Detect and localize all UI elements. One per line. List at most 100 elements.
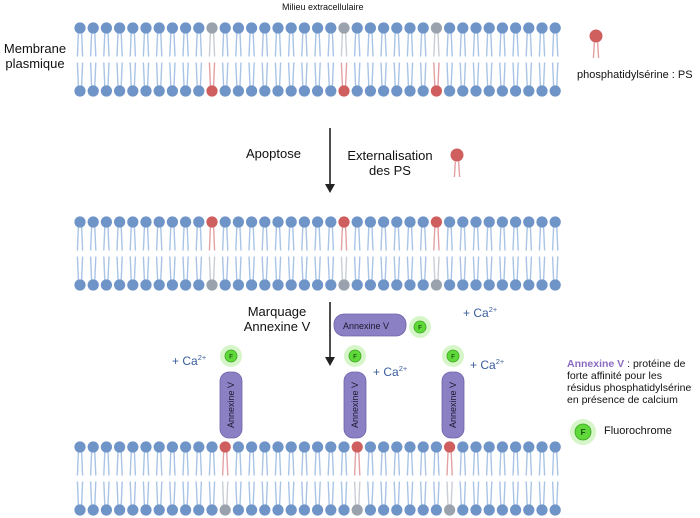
lipid-tail — [155, 32, 159, 57]
lipid-head — [536, 441, 548, 453]
lipid-head — [180, 441, 192, 453]
lipid-tail — [525, 226, 528, 251]
lipid-tail — [318, 62, 321, 87]
lipid-tail — [516, 256, 519, 281]
lipid-tail — [490, 226, 493, 251]
lipid-tail — [393, 451, 396, 476]
lipid-tail — [265, 451, 269, 476]
lipid-tail — [371, 256, 374, 281]
ps-tail — [457, 160, 461, 178]
lipid-tail — [499, 481, 502, 506]
lipid-tail — [133, 256, 137, 281]
lipid-tail — [120, 481, 123, 506]
lipid-tail — [116, 62, 119, 87]
lipid-tail — [331, 481, 335, 506]
lipid-tail — [212, 226, 216, 251]
lipid-tail — [525, 451, 528, 476]
lipid-head — [140, 85, 152, 97]
lipid-tail — [261, 62, 264, 87]
lipid-tail — [248, 32, 251, 57]
lipid-tail — [160, 481, 163, 506]
annexin-label: Annexine V — [343, 321, 389, 331]
lipid-tail — [512, 226, 515, 251]
lipid-head — [180, 279, 192, 291]
lipid-tail — [239, 256, 242, 281]
lipid-head — [470, 216, 482, 228]
lipid-tail — [199, 32, 203, 57]
lipid-tail — [146, 481, 150, 506]
lipid-tail — [226, 481, 229, 506]
lipid-head — [140, 441, 152, 453]
lipid-tail — [512, 481, 515, 506]
lipid-tail — [155, 451, 159, 476]
lipid-tail — [490, 62, 493, 87]
lipid-tail — [512, 451, 515, 476]
lipid-tail — [551, 451, 555, 476]
lipid-head — [87, 85, 99, 97]
lipid-head — [180, 216, 192, 228]
lipid-tail — [235, 256, 238, 281]
lipid-tail — [301, 481, 304, 506]
lipid-tail — [305, 451, 308, 476]
lipid-head — [100, 504, 112, 516]
membrane-label: Membrane plasmique — [2, 41, 68, 72]
lipid-tail — [186, 451, 189, 476]
ps-tail — [453, 160, 457, 178]
lipid-tail — [542, 481, 546, 506]
lipid-head — [259, 22, 271, 34]
lipid-head — [549, 22, 561, 34]
lipid-head — [285, 22, 297, 34]
lipid-tail — [160, 226, 163, 251]
lipid-head — [232, 216, 244, 228]
lipid-head — [193, 279, 205, 291]
lipid-head — [74, 504, 86, 516]
lipid-tail — [103, 451, 106, 476]
membrane-label-line2: plasmique — [5, 55, 65, 71]
lipid-tail — [248, 256, 251, 281]
lipid-tail — [169, 62, 172, 87]
lipid-head — [206, 441, 218, 453]
lipid-head — [219, 504, 231, 516]
lipid-head — [391, 216, 403, 228]
calcium-sup: 2+ — [488, 305, 498, 314]
lipid-tail — [344, 32, 348, 57]
lipid-tail — [437, 32, 440, 57]
ps-externalisation-symbol — [450, 148, 464, 178]
lipid-tail — [472, 451, 476, 476]
lipid-tail — [226, 226, 229, 251]
fluoro-core — [224, 349, 238, 363]
lipid-tail — [103, 481, 106, 506]
lipid-tail — [103, 226, 106, 251]
lipid-tail — [80, 62, 84, 87]
lipid-tail — [195, 451, 198, 476]
lipid-tail — [450, 481, 453, 506]
annexin-legend-line3: résidus phosphatidylsérine — [567, 382, 692, 395]
lipid-tail — [120, 32, 123, 57]
lipid-head — [325, 22, 337, 34]
lipid-head — [166, 441, 178, 453]
lipid-tail — [397, 256, 401, 281]
lipid-head — [298, 85, 310, 97]
calcium-label-1: + Ca2+ — [463, 305, 498, 321]
lipid-tail — [450, 256, 453, 281]
lipid-tail — [195, 62, 198, 87]
lipid-tail — [463, 62, 467, 87]
lipid-tail — [556, 62, 559, 87]
lipid-head — [193, 216, 205, 228]
lipid-tail — [380, 481, 383, 506]
lipid-head — [272, 441, 284, 453]
lipid-tail — [287, 226, 291, 251]
lipid-tail — [327, 256, 330, 281]
lipid-head — [153, 279, 165, 291]
lipid-head — [74, 441, 86, 453]
lipid-head — [100, 441, 112, 453]
lipid-tail — [459, 451, 462, 476]
lipid-tail — [485, 256, 489, 281]
lipid-tail — [103, 256, 106, 281]
ps-tail — [592, 41, 596, 59]
lipid-tail — [265, 32, 269, 57]
lipid-tail — [103, 32, 106, 57]
lipid-tail — [503, 256, 506, 281]
lipid-head — [364, 85, 376, 97]
